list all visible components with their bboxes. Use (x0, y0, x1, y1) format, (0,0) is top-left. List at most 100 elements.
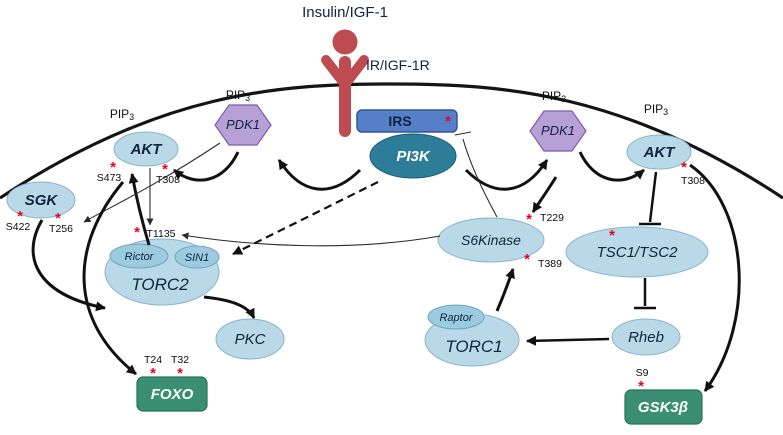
akt-right-label: AKT (643, 144, 677, 161)
tsc-ellipse (565, 226, 709, 278)
inhibition-akt-to-tsc (639, 171, 661, 226)
pip3-label-left: PIP3 (226, 88, 250, 103)
pip3-label-far-right: PIP3 (644, 102, 668, 117)
arrow-membrane-right-inner (464, 159, 549, 191)
inhibition-tsc-to-rheb (634, 278, 656, 310)
pip3-base: PIP (542, 89, 561, 103)
site-t229: T229 (540, 212, 564, 224)
s6kinase-label: S6Kinase (461, 232, 521, 248)
inhibition-s6k-to-irs (454, 131, 498, 218)
pip3-sub: 3 (129, 112, 134, 122)
node-s6kinase: S6Kinase * T229 * T389 (437, 211, 564, 270)
phospho-t308-right: * (681, 159, 687, 176)
site-t256: T256 (49, 223, 73, 235)
inhibition-s6k-irs-bar (454, 131, 472, 136)
node-pdk1-right: PDK1 (529, 110, 587, 152)
node-pkc: PKC (215, 318, 285, 360)
arrow-pdk1-to-s6k-t229 (531, 176, 558, 213)
pathway-title: Insulin/IGF-1 (302, 4, 388, 21)
site-t24: T24 (144, 354, 162, 366)
site-s9: S9 (636, 367, 649, 379)
node-torc1: Raptor TORC1 (424, 304, 520, 367)
gsk3b-box (624, 389, 703, 425)
phospho-t308-left: * (162, 161, 168, 178)
node-foxo: T24 T32 * * FOXO (136, 354, 208, 412)
arrow-pdk1-to-sgk-t256 (83, 142, 221, 223)
rictor-ellipse (109, 243, 169, 269)
tsc-label: TSC1/TSC2 (597, 244, 679, 261)
receptor-igf1r (321, 29, 369, 137)
phospho-s9: * (638, 378, 644, 395)
phospho-t1135: * (134, 224, 140, 241)
pip3-base: PIP (110, 107, 129, 121)
cell-membrane (0, 82, 783, 200)
node-tsc: TSC1/TSC2 * (565, 226, 709, 278)
node-akt-left: AKT * S473 * T308 (97, 131, 180, 186)
phospho-irs: * (445, 113, 451, 130)
arrow-rheb-to-torc1 (526, 335, 610, 346)
receptor-right-arm (342, 55, 369, 87)
phospho-t389: * (524, 251, 530, 268)
arrow-torc2-to-akt (128, 173, 151, 246)
node-irs: IRS * (356, 109, 458, 133)
phospho-t256: * (55, 210, 61, 227)
phospho-t24: * (150, 365, 156, 382)
site-s473: S473 (97, 172, 122, 184)
raptor-ellipse (427, 304, 485, 330)
inhibition-akt-tsc-line (648, 171, 658, 223)
arrow-sgk-loop (31, 219, 106, 312)
s6kinase-ellipse (437, 217, 545, 263)
gsk3b-label: GSK3β (638, 399, 688, 416)
pip3-sub: 3 (245, 93, 250, 103)
receptor-label: IR/IGF-1R (366, 57, 430, 73)
site-t308-left: T308 (156, 174, 180, 186)
arrow-torc1-to-s6k-t389 (495, 268, 515, 312)
pip3-base: PIP (226, 88, 245, 102)
arrow-akt-to-gsk3b (689, 163, 741, 392)
foxo-label: FOXO (151, 386, 194, 403)
arrow-membrane-left-inner (277, 159, 362, 191)
raptor-label: Raptor (439, 312, 473, 324)
rheb-label: Rheb (628, 329, 664, 346)
phospho-s473: * (110, 159, 116, 176)
foxo-box (136, 376, 208, 412)
receptor-left-arm (321, 55, 348, 87)
site-s422: S422 (6, 221, 31, 233)
arrow-torc2-to-pkc (203, 295, 256, 319)
site-t308-right: T308 (681, 175, 705, 187)
pkc-ellipse (215, 318, 285, 360)
site-t1135: T1135 (147, 228, 176, 240)
sin1-label: SIN1 (185, 252, 209, 264)
pip3-base: PIP (644, 102, 663, 116)
pi3k-ellipse (369, 133, 457, 179)
node-pi3k: PI3K (369, 133, 457, 179)
site-t389: T389 (538, 258, 562, 270)
node-akt-right: AKT * T308 (626, 134, 705, 187)
akt-right-ellipse (626, 134, 692, 170)
akt-left-ellipse (113, 131, 179, 167)
phospho-s422: * (17, 208, 23, 225)
arrow-s6k-to-rictor-t1135 (181, 232, 441, 247)
node-rheb: Rheb (611, 318, 681, 356)
site-t1135-group: * T1135 (134, 224, 176, 241)
akt-left-label: AKT (130, 141, 164, 158)
phospho-t229: * (526, 211, 532, 228)
node-torc2: Rictor SIN1 TORC2 (104, 238, 220, 306)
pdk1-right-hexagon (529, 110, 587, 152)
sgk-label: SGK (25, 192, 59, 209)
pip3-label-far-left: PIP3 (110, 107, 134, 122)
torc2-label: TORC2 (131, 275, 189, 294)
arrow-akt-to-foxo (82, 181, 137, 376)
pip3-label-right: PIP3 (542, 89, 566, 104)
ligand-ball-icon (332, 29, 358, 55)
phospho-tsc: * (609, 227, 615, 244)
irs-box (356, 109, 458, 133)
node-gsk3b: S9 * GSK3β (624, 367, 703, 425)
pdk1-left-label: PDK1 (226, 117, 260, 132)
irs-label: IRS (388, 113, 411, 129)
torc1-label: TORC1 (445, 337, 502, 356)
pi3k-label: PI3K (396, 148, 431, 165)
arrow-membrane-right-outer (578, 151, 645, 182)
site-t32: T32 (171, 354, 189, 366)
